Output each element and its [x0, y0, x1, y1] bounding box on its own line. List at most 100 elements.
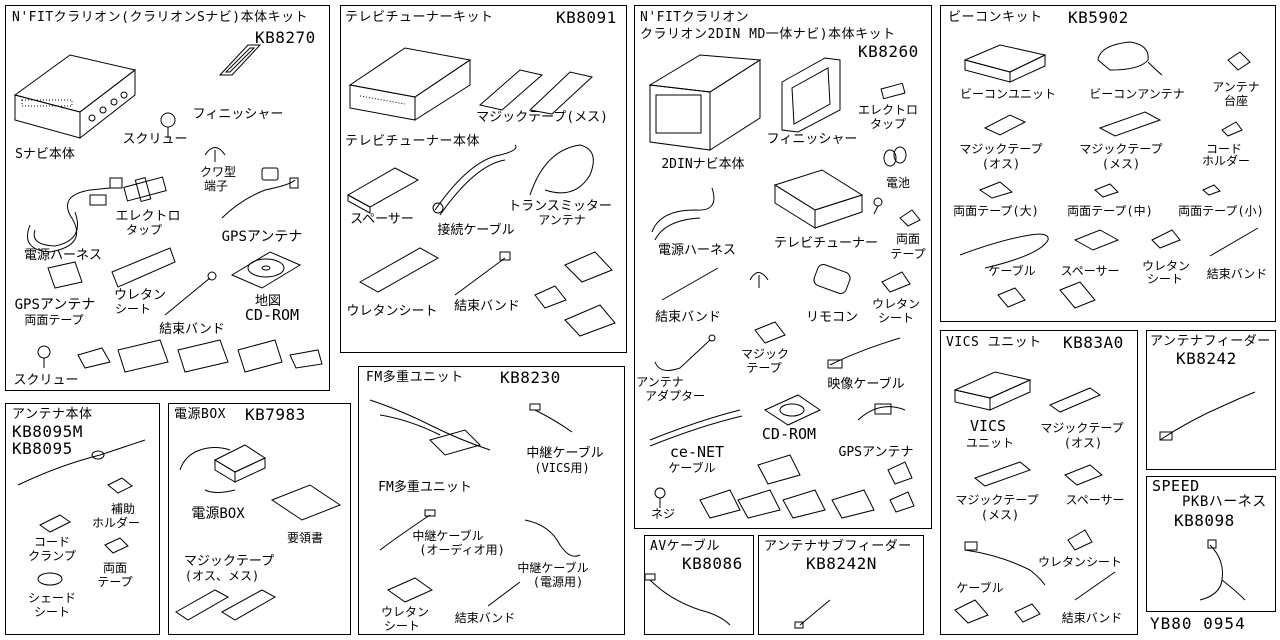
power-box-code: KB7983: [245, 405, 306, 424]
vics-code: KB83A0: [1063, 333, 1124, 352]
aux-holder-label: 補助: [110, 502, 136, 516]
urethane-sheet-tv-label: ウレタンシート: [346, 304, 438, 319]
tap-label: タップ: [125, 223, 163, 237]
electro-label: エレクトロ: [115, 209, 181, 224]
beacon-tie-label: 結束バンド: [1206, 267, 1268, 281]
speed-title: SPEED: [1152, 477, 1200, 495]
aux-holder-label-2: ホルダー: [91, 516, 141, 530]
power-magic-tape-label: マジックテープ: [183, 554, 275, 569]
av-cable-title: AVケーブル: [650, 539, 720, 554]
beacon-kit-title: ビーコンキット: [948, 10, 1043, 25]
antenna-tape-label: テープ: [97, 575, 133, 589]
double-tape-label: 両面テープ: [24, 313, 84, 327]
nut-label: ネジ: [650, 507, 676, 521]
beacon-antenna-label: ビーコンアンテナ: [1089, 87, 1185, 101]
manual-label: 要領書: [286, 531, 324, 545]
magic-tape-female-label: マジックテープ(メス): [476, 110, 608, 125]
terminal-label: 端子: [203, 179, 229, 193]
vics-magic-male-sub: (オス): [1063, 436, 1103, 450]
fm-sheet-label: シート: [383, 619, 421, 633]
antenna-base-label-2: 台座: [1223, 94, 1249, 108]
antenna-sub-title: アンテナサブフィーダー: [764, 539, 912, 554]
panel-fm-unit: [358, 366, 625, 635]
beacon-kit-code: KB5902: [1068, 8, 1129, 27]
tv-tuner-2din-label: テレビチューナー: [773, 236, 879, 251]
relay-vics-sub: (VICS用): [534, 461, 590, 475]
cable-tie-tv-label: 結束バンド: [454, 299, 520, 314]
cord-clamp-label-2: クランプ: [28, 549, 76, 563]
magic-tape-2din-label: テープ: [746, 361, 782, 375]
ce-net-cable-label: ケーブル: [668, 461, 716, 475]
fm-tie-label: 結束バンド: [454, 611, 516, 625]
vics-magic-male-label: マジックテープ: [1040, 421, 1124, 435]
relay-power-sub: (電源用): [532, 575, 584, 589]
antenna-sub-code: KB8242N: [806, 554, 877, 573]
finisher-label: フィニッシャー: [192, 107, 284, 122]
beacon-magic-male-sub: (オス): [981, 157, 1021, 171]
antenna-base-label: アンテナ: [1212, 80, 1260, 94]
relay-power-label: 中継ケーブル: [517, 561, 589, 575]
vics-spacer-label: スペーサー: [1065, 493, 1125, 507]
vics-magic-female-sub: (メス): [980, 508, 1020, 522]
vics-magic-female-label: マジックテープ: [955, 493, 1039, 507]
cd-rom-2din-label: CD-ROM: [761, 425, 817, 443]
beacon-cable-label: ケーブル: [988, 264, 1036, 278]
adapter-label: アダプター: [644, 389, 706, 403]
bottom-screw-label: スクリュー: [13, 373, 79, 388]
antenna-feeder-code: KB8242: [1176, 349, 1237, 368]
vics-unit-label-2: ユニット: [965, 436, 1015, 450]
beacon-spacer-label: スペーサー: [1060, 264, 1120, 278]
cord-clamp-label: コード: [33, 535, 71, 549]
antenna-body-title: アンテナ本体: [12, 407, 93, 422]
transmitter-label: トランスミッター: [508, 199, 612, 214]
cable-tie-label: 結束バンド: [159, 322, 225, 337]
power-box-label: 電源BOX: [191, 506, 245, 522]
cord-holder-label-2: ホルダー: [1201, 154, 1251, 168]
power-harness-2din-label: 電源ハーネス: [657, 243, 737, 258]
transmitter-antenna-label: アンテナ: [538, 213, 586, 227]
diagram-code: YB80 0954: [1150, 614, 1246, 633]
double-tape-small-label: 両面テープ(小): [1178, 204, 1264, 218]
beacon-magic-female-label: マジックテープ: [1079, 142, 1163, 156]
antenna-body-code-2: KB8095: [12, 439, 73, 458]
double-tape-large-label: 両面テープ(大): [953, 204, 1039, 218]
tap-2din-label: タップ: [869, 117, 907, 131]
s-navi-body-label: Sナビ本体: [15, 147, 75, 162]
kuwa-label: クワ型: [199, 165, 237, 179]
connect-cable-label: 接続ケーブル: [437, 223, 515, 238]
double-2din-label: 両面: [895, 232, 921, 246]
av-cable-code: KB8086: [682, 554, 743, 573]
map-label: 地図: [254, 294, 282, 309]
screw-label: スクリュー: [122, 132, 188, 147]
beacon-sheet-label: シート: [1146, 272, 1184, 286]
tv-tuner-body-label: テレビチューナー本体: [345, 134, 481, 149]
vics-title: VICS ユニット: [946, 335, 1042, 350]
power-magic-tape-sub: (オス、メス): [184, 569, 260, 583]
gps-antenna-2din-label: GPSアンテナ: [838, 445, 914, 460]
antenna-feeder-title: アンテナフィーダー: [1150, 334, 1271, 349]
gps-antenna-tape-label: GPSアンテナ: [14, 297, 96, 313]
video-cable-label: 映像ケーブル: [827, 377, 905, 392]
cord-holder-label: コード: [1205, 142, 1243, 156]
beacon-magic-female-sub: (メス): [1101, 157, 1141, 171]
2din-navi-body-label: 2DINナビ本体: [661, 157, 745, 172]
fm-urethane-label: ウレタン: [380, 605, 430, 619]
antenna-body-code-1: KB8095M: [12, 422, 83, 441]
antenna-adapter-label: アンテナ: [636, 375, 684, 389]
double-tape-medium-label: 両面テープ(中): [1067, 204, 1153, 218]
md-navi-kit-title-2: クラリオン2DIN MD一体ナビ)本体キット: [640, 27, 896, 42]
battery-label: 電池: [885, 176, 911, 190]
power-box-title: 電源BOX: [174, 407, 226, 422]
vics-cable-label: ケーブル: [956, 581, 1004, 595]
speed-subtitle: PKBハーネス: [1182, 494, 1267, 510]
fm-kit-title: FM多重ユニット: [366, 370, 464, 385]
fm-unit-label: FM多重ユニット: [378, 480, 472, 495]
relay-audio-label: 中継ケーブル: [412, 529, 484, 543]
cable-tie-2din-label: 結束バンド: [655, 310, 721, 325]
relay-audio-sub: (オーディオ用): [419, 543, 505, 557]
vics-tie-label: 結束バンド: [1061, 611, 1123, 625]
tv-tuner-kit-title: テレビチューナーキット: [345, 10, 494, 25]
vics-urethane-label: ウレタンシート: [1037, 555, 1123, 569]
vics-unit-label: VICS: [969, 417, 1007, 435]
shade-sheet-label: シェード: [27, 591, 77, 605]
